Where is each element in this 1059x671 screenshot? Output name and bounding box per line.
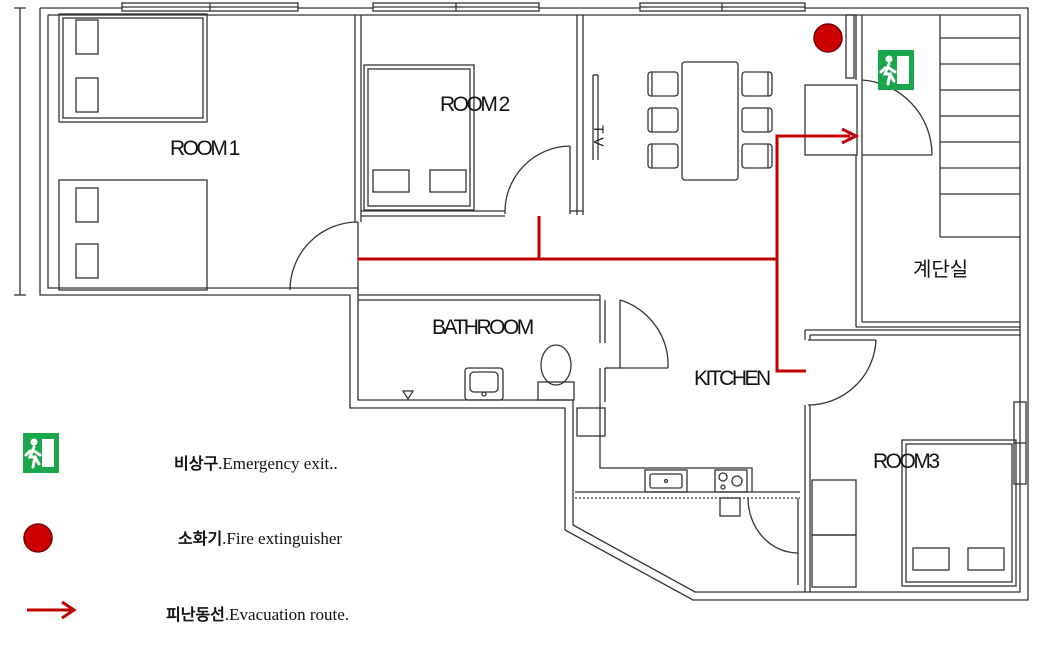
legend-fire-extinguisher: 소화기.Fire extinguisher <box>178 525 342 549</box>
room3-label: ROOM3 <box>873 450 939 473</box>
bed-room3 <box>901 439 1017 587</box>
shoe-cabinet <box>804 84 858 156</box>
bed-room1-bottom <box>58 179 208 291</box>
outer-wall <box>39 7 1029 601</box>
legend-emergency-exit-english: .Emergency exit.. <box>218 454 338 473</box>
door-room2 <box>504 145 571 215</box>
tv <box>592 74 599 160</box>
chairs <box>647 71 773 169</box>
stairwell-label: 계단실 <box>913 257 968 281</box>
legend-evacuation-route: 피난동선.Evacuation route. <box>166 601 349 625</box>
emergency-exit-icon <box>23 433 59 473</box>
wall-room2-living <box>361 15 584 217</box>
fire-extinguisher-icon <box>813 23 843 53</box>
kitchen-sink <box>644 469 688 493</box>
legend-evacuation-route-english: .Evacuation route. <box>224 605 350 624</box>
wall-room1-room2 <box>354 15 362 222</box>
bed-room2 <box>363 64 475 211</box>
emergency-exit-icon <box>878 50 914 90</box>
sink <box>464 367 504 401</box>
kitchen-label: KITCHEN <box>694 367 770 390</box>
room3-walls <box>804 329 1020 592</box>
door-room1 <box>289 221 359 291</box>
legend-fire-extinguisher-korean: 소화기 <box>178 529 223 548</box>
legend-emergency-exit-korean: 비상구 <box>174 454 219 473</box>
window-top-2 <box>372 2 540 12</box>
legend-emergency-exit: 비상구.Emergency exit.. <box>174 450 338 474</box>
dining-table <box>647 61 773 181</box>
bathroom-walls <box>358 294 620 408</box>
stove <box>714 469 748 493</box>
tv-label: T V <box>591 125 607 147</box>
toilet <box>537 344 575 401</box>
kitchen-appliance <box>719 497 741 517</box>
legend-fire-extinguisher-english: .Fire extinguisher <box>222 529 343 548</box>
wardrobe <box>811 479 857 588</box>
bed-room1-top <box>58 13 208 123</box>
door-kitchen-bottom <box>747 497 799 585</box>
door-main <box>861 79 933 156</box>
door-bathroom <box>619 299 669 369</box>
door-room3 <box>807 339 877 406</box>
stairwell-walls <box>845 14 1020 328</box>
evacuation-arrow-icon <box>27 600 77 620</box>
stairs <box>939 15 1020 238</box>
window-top-3 <box>639 2 806 12</box>
evacuation-route <box>358 127 860 373</box>
bathroom-label: BATHROOM <box>432 316 533 339</box>
floor-drain <box>401 390 415 401</box>
room1-label: ROOM 1 <box>170 137 240 160</box>
fire-extinguisher-icon <box>23 523 53 553</box>
window-top-1 <box>121 2 299 12</box>
room2-label: ROOM 2 <box>440 93 510 116</box>
legend-evacuation-route-korean: 피난동선 <box>166 605 225 624</box>
